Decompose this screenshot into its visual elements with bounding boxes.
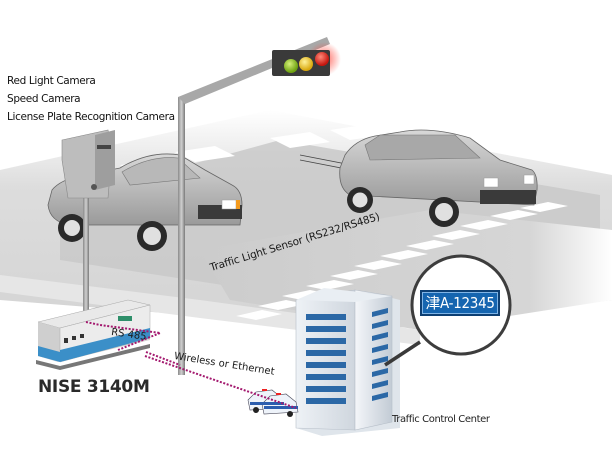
camera-type-red-light: Red Light Camera: [7, 75, 96, 87]
device-to-camera-line: [117, 332, 161, 351]
connection-lines: [85, 321, 297, 409]
camera-type-lpr: License Plate Recognition Camera: [7, 111, 175, 123]
nise-device: [36, 299, 151, 370]
device-to-pole-line: [145, 351, 181, 366]
light-yellow: [299, 57, 313, 71]
light-green: [284, 59, 298, 73]
police-cars: [247, 389, 299, 417]
roadside-camera: [61, 129, 115, 320]
building-windows: [306, 308, 388, 404]
traffic-control-center-building: [295, 288, 400, 436]
rs485-line: [85, 321, 161, 334]
license-plate: 津A-12345: [420, 290, 500, 316]
wireless-ethernet-line: [144, 355, 297, 409]
traffic-light: [272, 42, 341, 76]
light-red: [315, 52, 329, 66]
device-model-label: NISE 3140M: [38, 377, 150, 397]
car-right: [299, 129, 538, 227]
camera-types-list: Red Light Camera Speed Camera License Pl…: [7, 72, 175, 126]
camera-type-speed: Speed Camera: [7, 93, 81, 105]
car-left: [47, 153, 243, 251]
traffic-control-center-label: Traffic Control Center: [392, 414, 490, 425]
